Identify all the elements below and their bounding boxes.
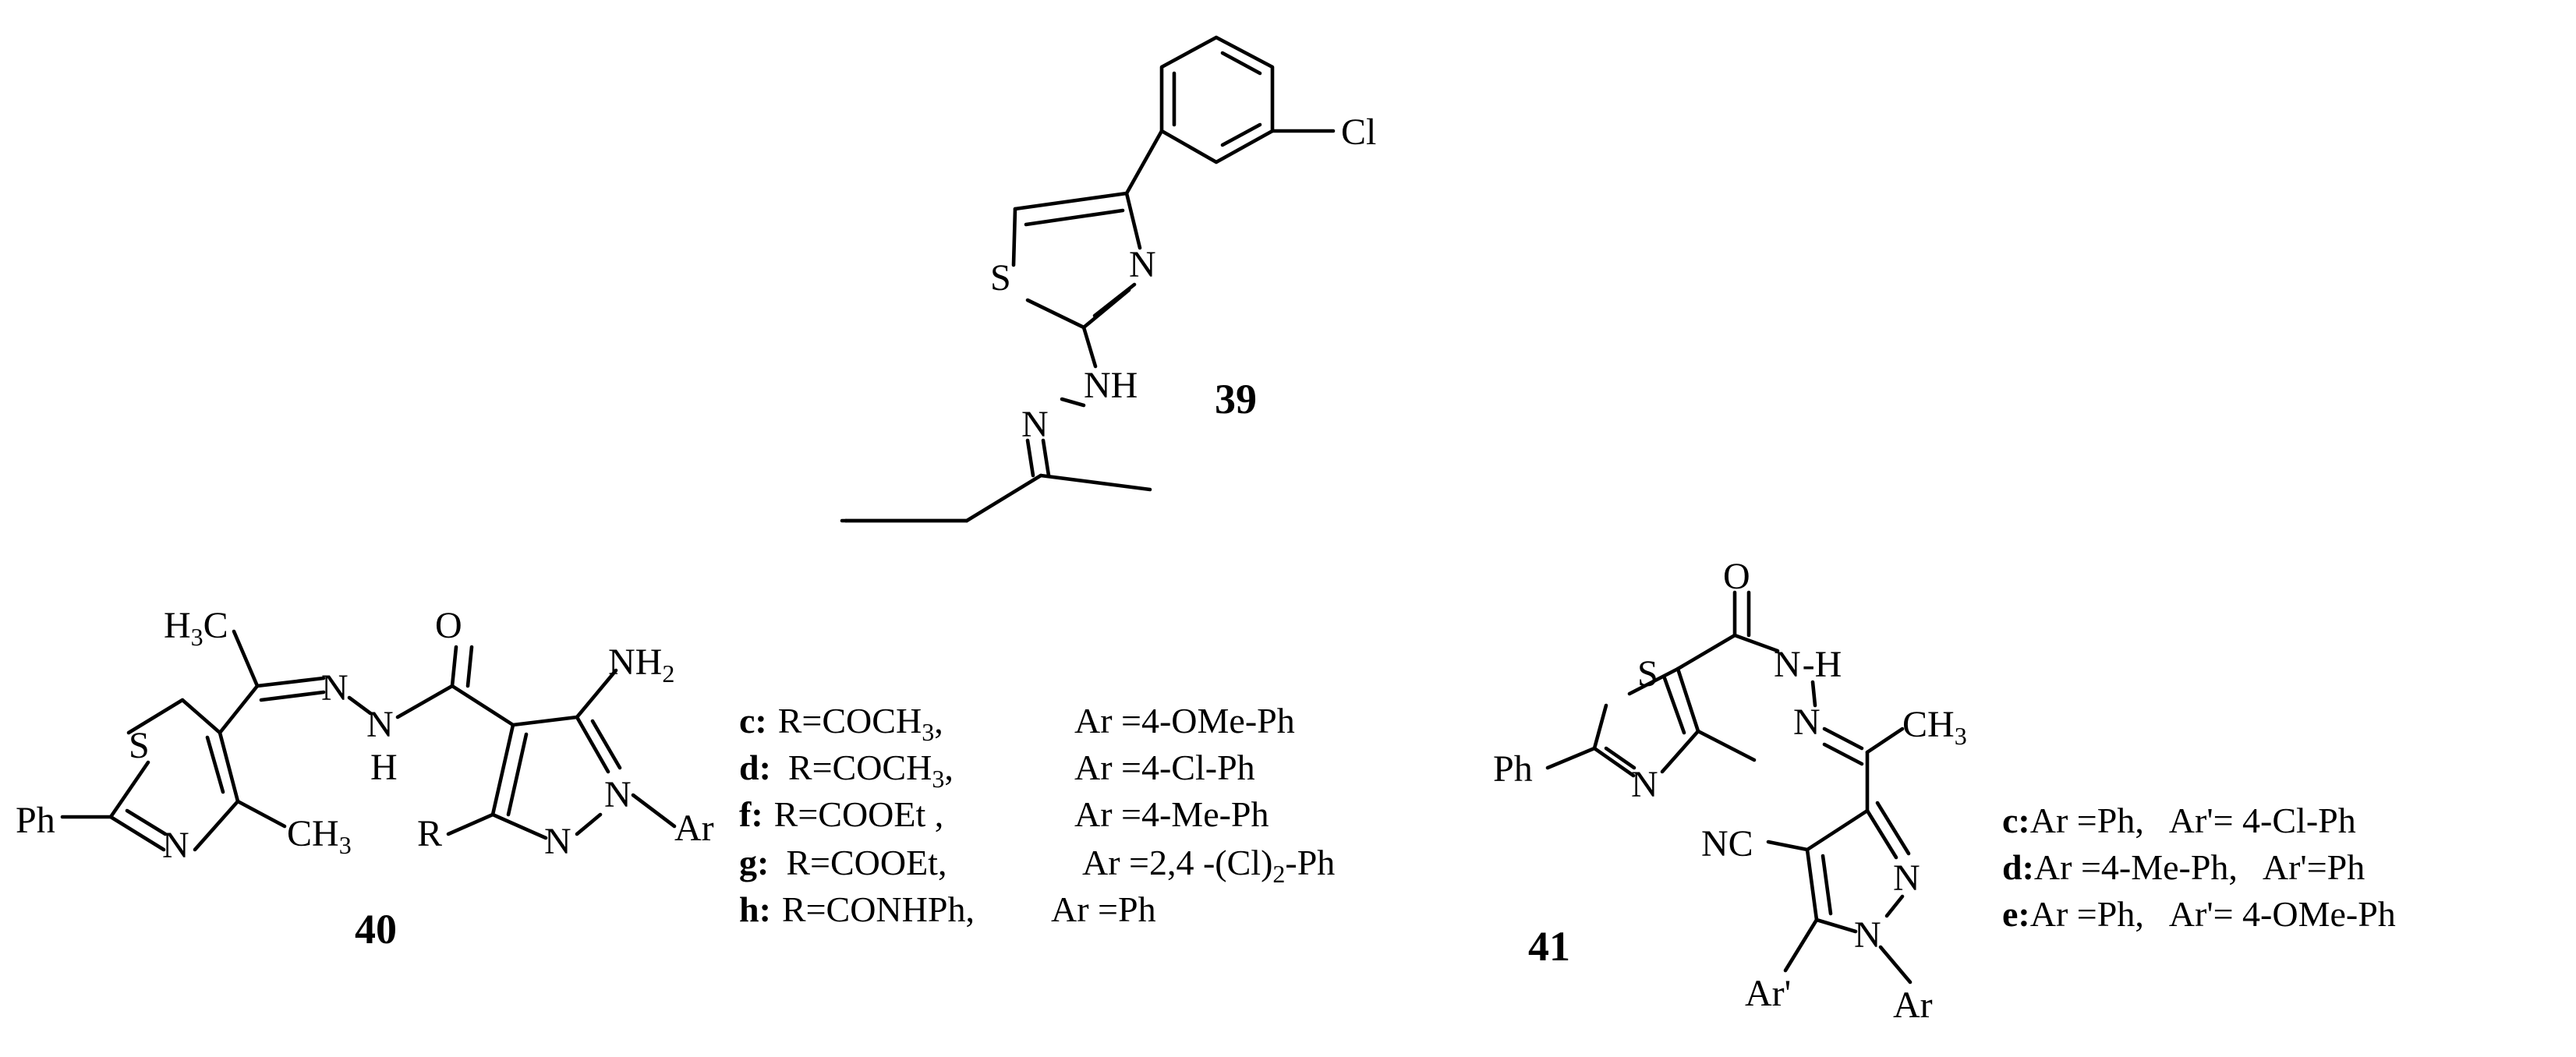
o-atom-40: O	[435, 605, 462, 646]
legend-41-row: c:Ar =Ph, Ar'= 4-Cl-Ph	[2002, 801, 2356, 840]
legend-40-row: c:R=COCH3,	[739, 701, 943, 746]
compound-number-41: 41	[1528, 923, 1570, 970]
n2-atom-40: N	[366, 704, 394, 745]
s-atom-40: S	[129, 725, 150, 766]
legend-40-row: d:R=COCH3,	[739, 748, 954, 793]
n-atom-39: N	[1129, 244, 1156, 285]
n-pyrazole-40: N	[544, 821, 571, 862]
nh-label-41: N-H	[1774, 644, 1842, 685]
legend-40-row: f:R=COOEt ,	[739, 794, 943, 834]
legend-41: c:Ar =Ph, Ar'= 4-Cl-Ph d:Ar =4-Me-Ph, Ar…	[2002, 801, 2396, 934]
nh2-label: NH2	[608, 642, 674, 688]
compound-39: Cl S N NH N 39	[840, 35, 1376, 523]
legend-41-row: e:Ar =Ph, Ar'= 4-OMe-Ph	[2002, 894, 2396, 934]
hydrazone-linker-41	[1732, 590, 1905, 813]
h-atom-40: H	[370, 747, 398, 788]
thiazole-ring-40	[60, 684, 287, 852]
n1-pyrazole-40: N	[604, 774, 632, 815]
o-atom-41: O	[1723, 556, 1750, 597]
thiazole-ring-39	[1011, 129, 1164, 369]
ch3-label-40: CH3	[287, 813, 352, 859]
ph-label-40: Ph	[16, 800, 55, 841]
n-thiazole-40: N	[162, 825, 189, 866]
s-atom-41: S	[1637, 653, 1658, 695]
s-atom-39: S	[990, 257, 1011, 299]
legend-40-ar: Ar =Ph	[1051, 889, 1156, 929]
chlorophenyl-ring	[1159, 35, 1336, 164]
legend-40-ar: Ar =4-Cl-Ph	[1074, 748, 1255, 787]
nc-label-41: NC	[1701, 823, 1753, 864]
legend-40-row: g:R=COOEt,	[739, 843, 947, 882]
n2-atom-39: N	[1021, 404, 1049, 445]
r-label-40: R	[417, 813, 442, 854]
legend-40-ar: Ar =2,4 -(Cl)2-Ph	[1082, 843, 1335, 888]
ar-label-40: Ar	[674, 808, 714, 849]
pyrazole-ring-41	[1766, 801, 1913, 985]
cl-atom: Cl	[1341, 111, 1376, 153]
n-pyrazole-41: N	[1893, 857, 1920, 899]
ar-label-41: Ar	[1893, 985, 1933, 1026]
ch3-label-41: CH3	[1902, 704, 1967, 750]
legend-40-ar: Ar =4-Me-Ph	[1074, 794, 1269, 834]
compound-41: O S N-H N CH3 Ph N NC N N Ar' Ar 41 c:Ar…	[1493, 556, 2396, 1026]
hydrazone-linker-40	[232, 629, 515, 727]
n2-atom-41: N	[1793, 702, 1821, 743]
n1-pyrazole-41: N	[1854, 914, 1881, 956]
h3c-label: H3C	[164, 605, 228, 651]
ph-label-41: Ph	[1493, 748, 1533, 790]
thiazole-ring-41	[1545, 633, 1757, 778]
legend-40-row: h:R=CONHPh,	[739, 889, 975, 929]
legend-41-row: d:Ar =4-Me-Ph, Ar'=Ph	[2002, 847, 2365, 887]
arp-label-41: Ar'	[1745, 973, 1791, 1014]
nh-atom-39: NH	[1084, 365, 1138, 406]
legend-40: c:R=COCH3, Ar =4-OMe-Ph d:R=COCH3, Ar =4…	[739, 701, 1335, 929]
n-thiazole-41: N	[1631, 764, 1658, 805]
hydrazone-chain-39	[840, 397, 1152, 523]
legend-40-ar: Ar =4-OMe-Ph	[1074, 701, 1295, 741]
n1-atom-40: N	[321, 667, 349, 709]
pyrazole-ring-40	[446, 668, 677, 840]
compound-number-39: 39	[1215, 376, 1257, 422]
compound-number-40: 40	[355, 906, 397, 953]
compound-40: H3C N N H O NH2 S Ph N CH3 R N N Ar 40 c…	[16, 605, 1335, 953]
